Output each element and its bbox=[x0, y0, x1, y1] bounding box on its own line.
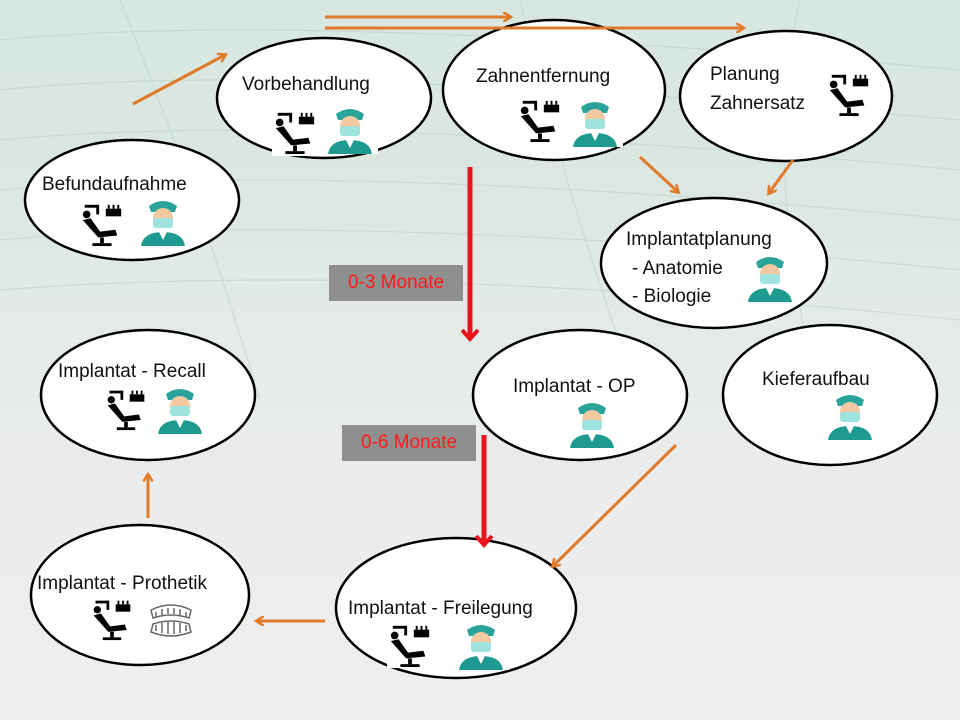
red-arrows bbox=[470, 167, 484, 544]
dentist-icon bbox=[135, 196, 191, 246]
implantat-recall-ellipse bbox=[39, 328, 257, 462]
implantat-op-label: Implantat - OP bbox=[513, 376, 636, 397]
dentist-icon bbox=[564, 398, 620, 448]
planung-label-line1: Planung bbox=[710, 64, 780, 85]
implantat-op-ellipse bbox=[471, 328, 689, 462]
arrow-op-to-freilegung bbox=[553, 443, 678, 566]
implantat-recall-label: Implantat - Recall bbox=[58, 361, 206, 382]
vorbehandlung-label: Vorbehandlung bbox=[242, 74, 370, 95]
dentist-icon bbox=[453, 620, 509, 670]
dental-chair-icon bbox=[272, 108, 318, 156]
dental-chair-icon bbox=[79, 200, 125, 248]
befundaufnahme-label: Befundaufnahme bbox=[42, 174, 187, 195]
implantat-prothetik-ellipse bbox=[29, 523, 251, 667]
dental-chair-icon bbox=[387, 622, 433, 668]
badge-0-3-monate: 0-3 Monate bbox=[329, 265, 463, 301]
dentist-icon bbox=[822, 390, 878, 440]
dental-chair-icon bbox=[104, 386, 148, 432]
dentist-icon bbox=[152, 384, 208, 434]
arrow-planung-to-implantatplanung bbox=[769, 159, 795, 193]
dental-chair-icon bbox=[826, 70, 872, 118]
implantatplanung-label: Implantatplanung bbox=[626, 229, 772, 250]
dentist-icon bbox=[567, 97, 623, 147]
dentures-icon bbox=[146, 598, 196, 642]
kieferaufbau-label: Kieferaufbau bbox=[762, 369, 870, 390]
dentist-icon bbox=[322, 104, 378, 154]
dental-chair-icon bbox=[517, 96, 563, 144]
arrow-zahnentfernung-to-implantatplanung bbox=[638, 155, 678, 192]
zahnentfernung-label: Zahnentfernung bbox=[476, 66, 611, 87]
biologie-label: - Biologie bbox=[632, 286, 712, 307]
anatomie-label: - Anatomie bbox=[632, 258, 723, 279]
dental-chair-icon bbox=[90, 596, 134, 642]
implantat-prothetik-label: Implantat - Prothetik bbox=[37, 573, 208, 594]
planung-ellipse bbox=[678, 29, 894, 163]
badge-0-6-monate: 0-6 Monate bbox=[342, 425, 476, 461]
arrow-befund-to-vorbehandlung bbox=[132, 55, 225, 106]
befundaufnahme-ellipse bbox=[23, 138, 241, 262]
orange-arrows bbox=[132, 17, 795, 621]
dentist-icon bbox=[742, 252, 798, 302]
implantat-freilegung-label: Implantat - Freilegung bbox=[348, 598, 533, 619]
planung-label-line2: Zahnersatz bbox=[710, 93, 806, 114]
